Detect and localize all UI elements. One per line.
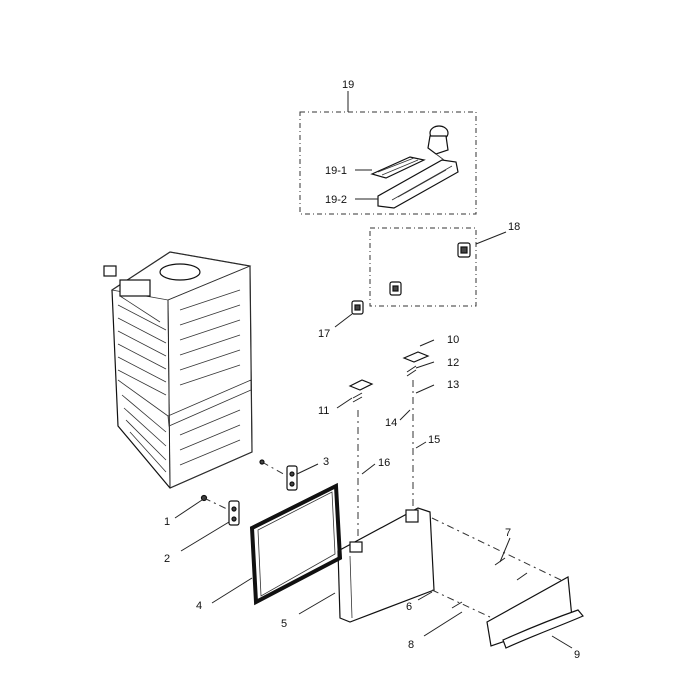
callout-4: 4 bbox=[196, 600, 202, 612]
callout-18: 18 bbox=[508, 221, 520, 233]
part-7-rail-axis bbox=[431, 517, 566, 618]
callout-19-1: 19-1 bbox=[325, 165, 347, 177]
callout-17: 17 bbox=[318, 328, 330, 340]
callout-19-2: 19-2 bbox=[325, 194, 347, 206]
callout-5: 5 bbox=[281, 618, 287, 630]
leader-8 bbox=[423, 611, 463, 637]
cabinet-interior-rails bbox=[179, 289, 241, 466]
mark-8 bbox=[451, 601, 463, 609]
callout-1: 1 bbox=[164, 516, 170, 528]
part-19-cap bbox=[427, 125, 449, 161]
leader-16 bbox=[361, 463, 376, 475]
callout-3: 3 bbox=[323, 456, 329, 468]
part-2-hinge bbox=[180, 500, 240, 552]
callout-14: 14 bbox=[385, 417, 397, 429]
leader-6 bbox=[417, 591, 433, 601]
part-19-1-rail bbox=[370, 156, 426, 179]
part-19-2-tray bbox=[377, 159, 459, 209]
assembly-18-group bbox=[369, 227, 507, 307]
part-1-screw bbox=[174, 494, 230, 519]
callout-19: 19 bbox=[342, 79, 354, 91]
leader-15 bbox=[415, 441, 427, 449]
callout-12: 12 bbox=[447, 357, 459, 369]
part-17-clip bbox=[334, 300, 364, 328]
part-18-clip-b bbox=[389, 281, 402, 296]
callout-7: 7 bbox=[505, 527, 511, 539]
callout-16: 16 bbox=[378, 457, 390, 469]
leader-13 bbox=[415, 384, 435, 394]
cabinet-top-mechanism bbox=[103, 263, 201, 323]
callout-11: 11 bbox=[318, 405, 329, 417]
leader-14 bbox=[399, 409, 411, 421]
callout-10: 10 bbox=[447, 334, 459, 346]
part-18-clip-a bbox=[457, 242, 471, 258]
callout-13: 13 bbox=[447, 379, 459, 391]
part-4-gasket bbox=[211, 482, 343, 606]
part-12-spring bbox=[406, 361, 435, 377]
part-3-hinge bbox=[259, 459, 319, 491]
part-5-door-panel bbox=[298, 507, 435, 623]
part-10-cap bbox=[402, 339, 435, 363]
callout-8: 8 bbox=[408, 639, 414, 651]
callout-9: 9 bbox=[574, 649, 580, 661]
part-9-drawer-front bbox=[486, 576, 584, 649]
refrigerator-cabinet bbox=[103, 251, 253, 489]
callout-2: 2 bbox=[164, 553, 170, 565]
part-11-cap bbox=[336, 379, 374, 409]
assembly-19-group bbox=[299, 91, 477, 215]
callout-6: 6 bbox=[406, 601, 412, 613]
callout-15: 15 bbox=[428, 434, 440, 446]
cabinet-side-ribs bbox=[117, 304, 167, 473]
